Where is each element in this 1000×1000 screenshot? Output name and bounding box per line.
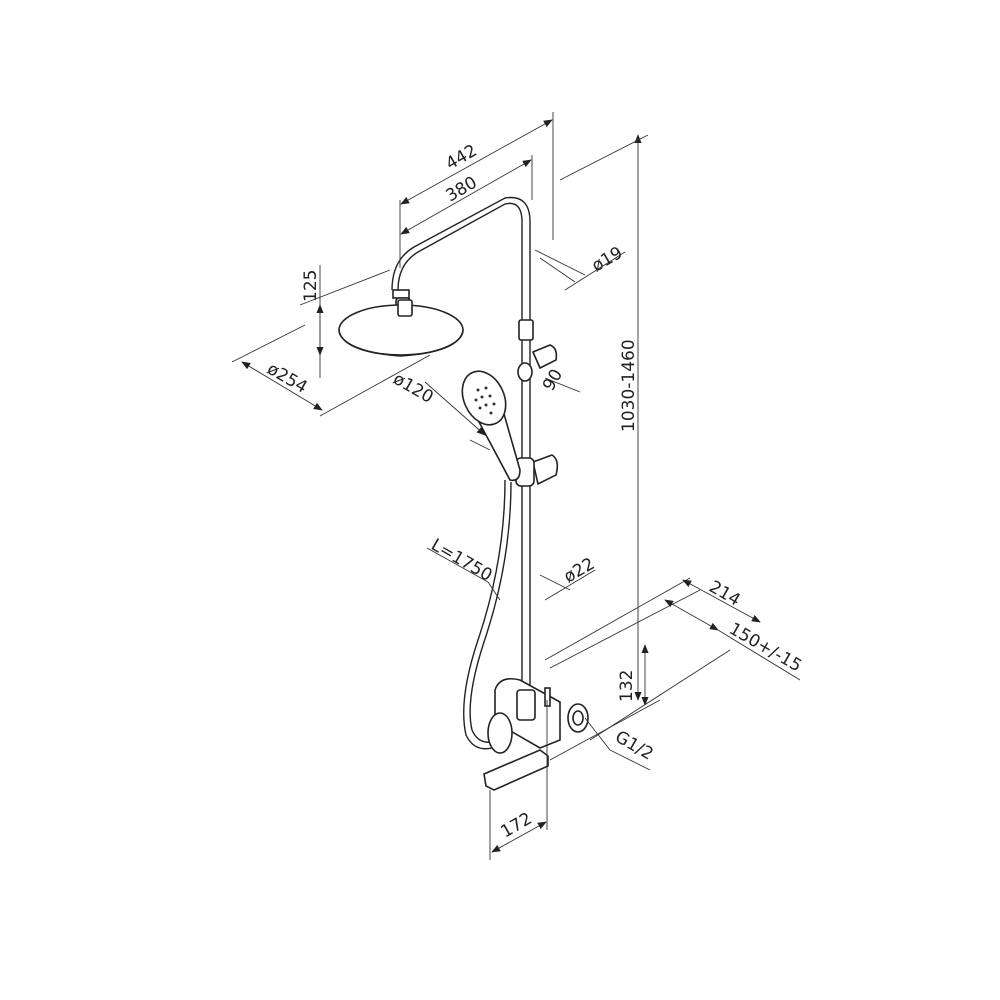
dim-442: 442 xyxy=(443,141,481,175)
bath-spout xyxy=(483,749,549,791)
dim-riser-diameter: ø22 xyxy=(561,554,599,587)
shower-hose xyxy=(463,479,506,750)
dim-head-diameter: ø254 xyxy=(264,359,311,398)
dim-hand-shower-diameter: ø120 xyxy=(390,369,437,408)
mixer-handle xyxy=(487,712,513,754)
dim-inlet-spacing: 150+/-15 xyxy=(726,619,805,676)
thermostatic-mixer xyxy=(483,677,589,791)
dim-total-height: 1030-1460 xyxy=(619,339,639,432)
riser-clamp xyxy=(518,319,534,341)
arm-nut xyxy=(392,289,410,299)
riser-fittings xyxy=(515,319,559,487)
dim-hose-length: L=1750 xyxy=(428,535,496,586)
slider-holder xyxy=(532,454,559,486)
dim-125: 125 xyxy=(301,270,321,302)
diverter-knob xyxy=(544,687,551,707)
dim-132: 132 xyxy=(617,670,637,702)
dimension-lines xyxy=(231,112,801,860)
dim-thread: G1/2 xyxy=(612,727,657,765)
dim-172: 172 xyxy=(498,809,536,843)
top-holder xyxy=(531,344,558,370)
dim-214: 214 xyxy=(706,577,744,611)
hand-shower-face xyxy=(461,370,507,426)
dim-90: 90 xyxy=(539,366,567,395)
hand-shower xyxy=(461,370,521,482)
